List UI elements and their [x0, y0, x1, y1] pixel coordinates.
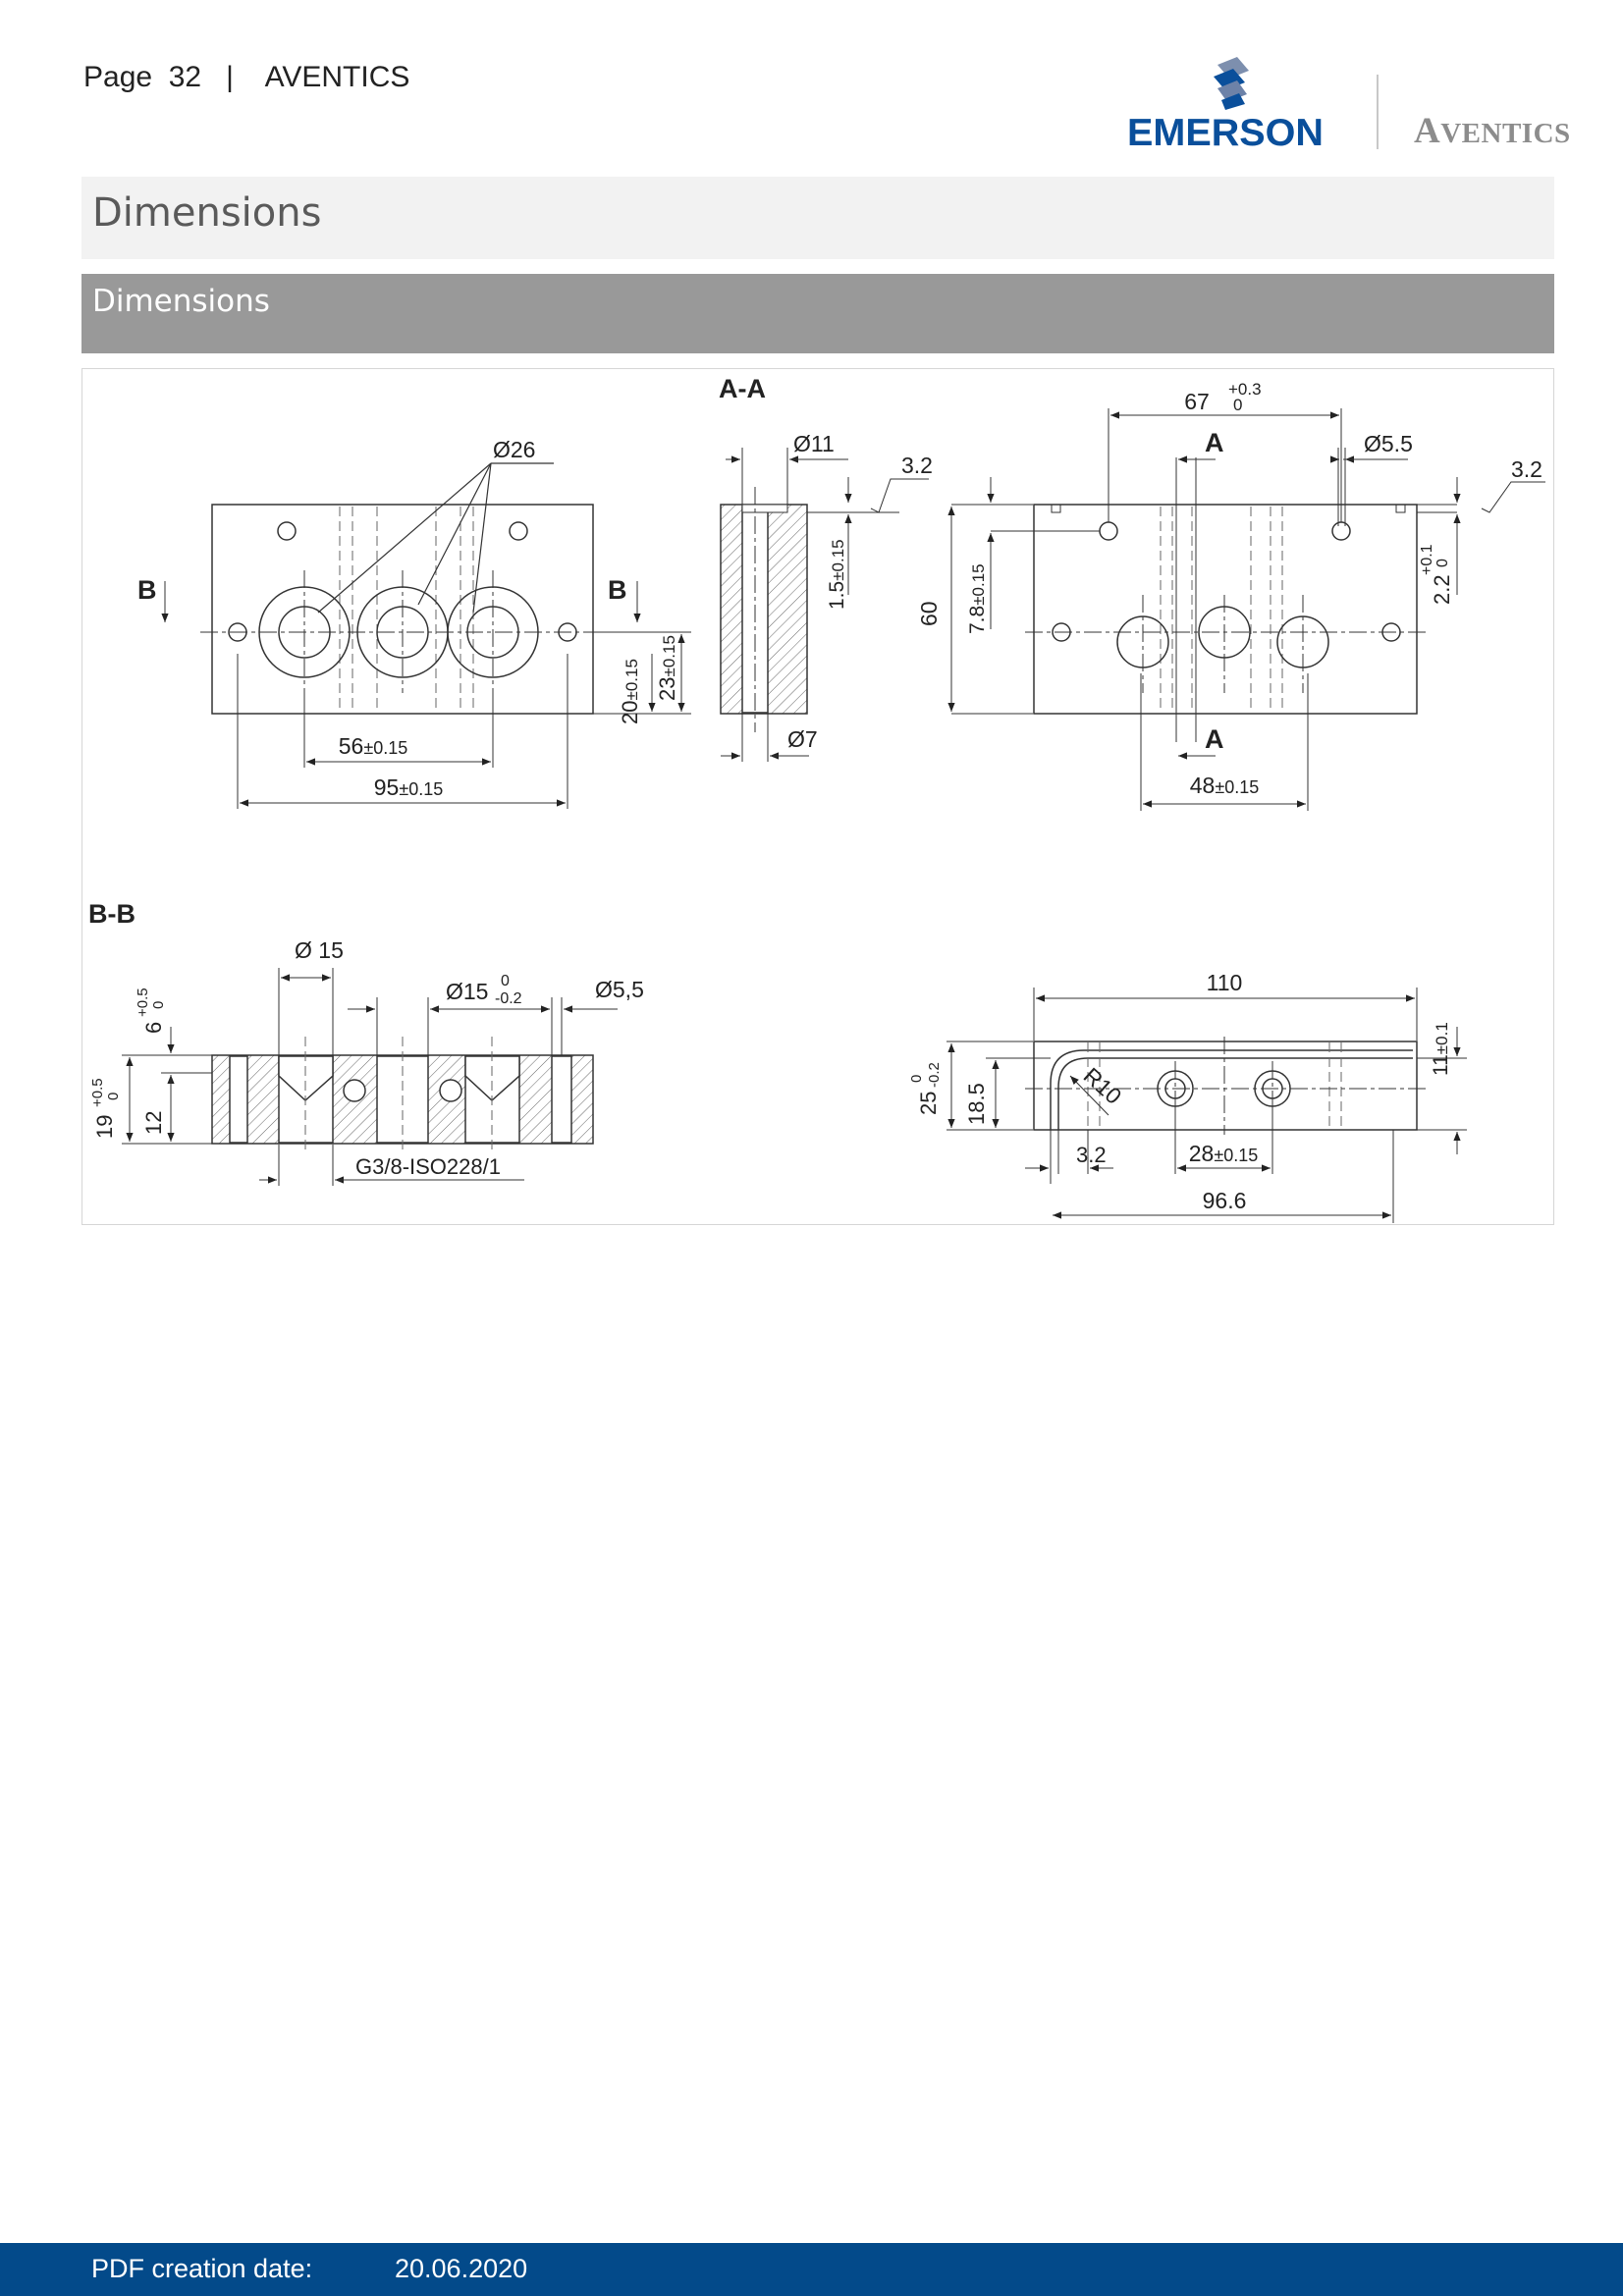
label-a-bottom: A [1205, 724, 1224, 754]
label-d15: Ø 15 [295, 937, 344, 963]
label-2-2: 2.2 [1430, 574, 1454, 605]
page-number-header: Page 32 | AVENTICS [83, 61, 410, 93]
emerson-wordmark: EMERSON [1127, 112, 1324, 154]
bracket-view [947, 988, 1467, 1223]
label-d5-5-bb: Ø5,5 [595, 977, 644, 1002]
label-20: 20±0.15 [618, 659, 642, 724]
label-48: 48±0.15 [1190, 773, 1260, 798]
label-7-8: 7.8±0.15 [966, 563, 989, 634]
label-d26: Ø26 [493, 437, 535, 462]
dimension-drawing: Ø26 B B 56±0.15 95±0.15 20±0.15 23±0.15 … [88, 374, 1545, 1223]
label-95: 95±0.15 [374, 774, 444, 800]
label-d11: Ø11 [793, 431, 835, 456]
section-title-bar: Dimensions [81, 177, 1554, 259]
label-67-tol-lower: 0 [1233, 396, 1242, 414]
subsection-title: Dimensions [92, 284, 270, 319]
label-19: 19 [92, 1115, 117, 1139]
label-19-tol-lower: 0 [105, 1093, 122, 1100]
label-2-2-tol-lower: 0 [1434, 559, 1451, 567]
label-110: 110 [1207, 970, 1243, 995]
label-a-top: A [1205, 428, 1224, 457]
label-25: 25 [916, 1092, 941, 1115]
label-3-2-c: 3.2 [1076, 1143, 1107, 1167]
label-56: 56±0.15 [339, 733, 408, 759]
label-18-5: 18.5 [964, 1083, 989, 1125]
label-section-aa: A-A [719, 374, 766, 403]
label-25-tol-lower: -0.2 [926, 1062, 943, 1088]
footer-bar: PDF creation date: 20.06.2020 [0, 2243, 1623, 2296]
label-1-5: 1.5±0.15 [826, 539, 848, 610]
label-60: 60 [916, 601, 942, 626]
side-view [947, 408, 1545, 811]
label-12: 12 [141, 1111, 166, 1135]
subsection-title-bar: Dimensions [81, 274, 1554, 353]
section-bb-view [122, 968, 618, 1186]
footer-date: 20.06.2020 [395, 2254, 528, 2283]
section-aa-view [720, 448, 929, 762]
label-d7: Ø7 [787, 726, 818, 752]
aventics-logo: AVENTICS [1414, 111, 1571, 151]
label-thread: G3/8-ISO228/1 [355, 1154, 501, 1179]
label-25-tol-upper: 0 [908, 1075, 925, 1083]
section-title: Dimensions [92, 190, 322, 236]
label-19-tol-upper: +0.5 [89, 1078, 106, 1107]
label-6-tol-lower: 0 [150, 1001, 167, 1009]
label-2-2-tol-upper: +0.1 [1419, 544, 1435, 575]
footer-label: PDF creation date: [91, 2254, 313, 2283]
label-67: 67 [1184, 389, 1210, 414]
logo-divider [1377, 75, 1379, 149]
label-6-tol-upper: +0.5 [135, 988, 151, 1017]
label-d15-tol-upper: 0 [501, 973, 510, 989]
label-6: 6 [141, 1022, 166, 1034]
label-28: 28±0.15 [1189, 1141, 1259, 1166]
technical-drawing: Ø26 B B 56±0.15 95±0.15 20±0.15 23±0.15 … [81, 368, 1554, 1225]
label-b-left: B [137, 575, 157, 605]
emerson-logo: EMERSON [1127, 57, 1324, 154]
label-3-2-a: 3.2 [901, 453, 933, 478]
label-23: 23±0.15 [655, 635, 679, 701]
label-3-2-b: 3.2 [1511, 456, 1542, 482]
label-d5-5: Ø5.5 [1364, 431, 1413, 456]
label-r10: R10 [1079, 1062, 1127, 1109]
label-b-right: B [608, 575, 627, 605]
front-view [161, 462, 691, 809]
label-96-6: 96.6 [1203, 1188, 1247, 1213]
label-11: 11±0.1 [1430, 1022, 1452, 1076]
label-67-tol-upper: +0.3 [1228, 380, 1262, 399]
label-section-bb: B-B [88, 899, 135, 929]
label-d15-tol: Ø15 [446, 979, 488, 1004]
label-d15-tol-lower: -0.2 [495, 990, 522, 1007]
